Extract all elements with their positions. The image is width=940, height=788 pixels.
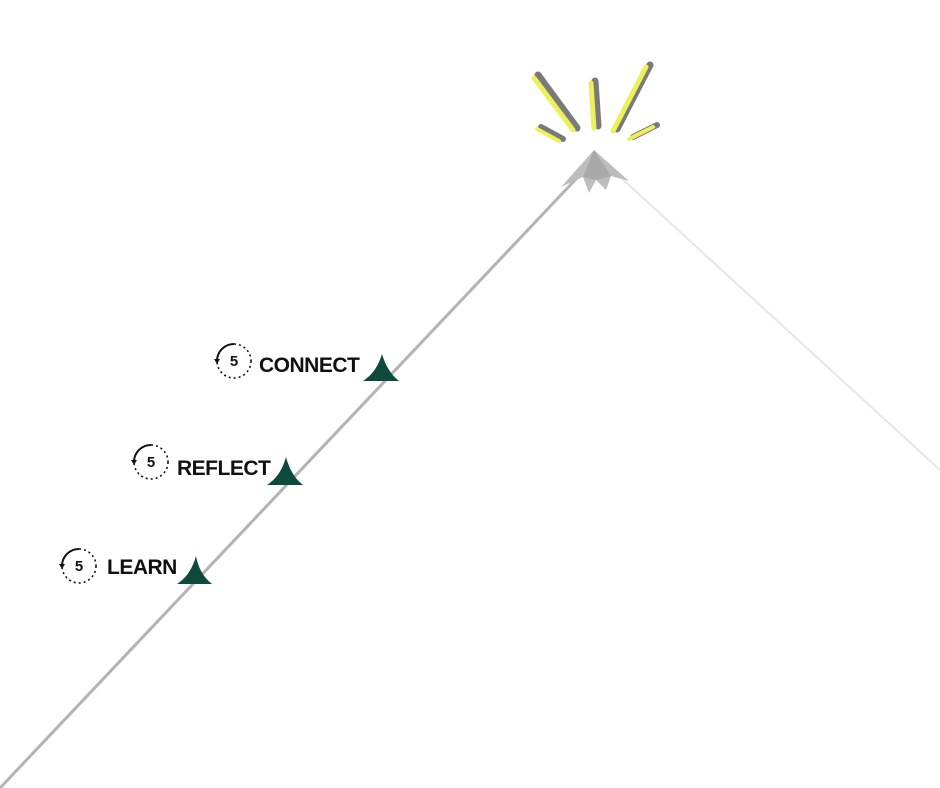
step-label: CONNECT <box>259 354 360 377</box>
timer-value: 5 <box>230 353 238 370</box>
triangle-flag-icon <box>363 354 399 381</box>
step-connect: 5 CONNECT <box>214 344 399 381</box>
triangle-flag-icon <box>267 457 303 485</box>
stopwatch-icon: 5 <box>131 445 168 479</box>
step-learn: 5 LEARN <box>59 549 212 584</box>
stopwatch-icon: 5 <box>59 549 96 583</box>
descent-line <box>618 175 940 470</box>
timer-value: 5 <box>147 454 155 471</box>
timer-value: 5 <box>75 558 83 575</box>
summit-peak-icon <box>561 150 629 193</box>
step-label: REFLECT <box>177 457 271 480</box>
step-label: LEARN <box>107 556 177 579</box>
ascent-path-line <box>0 160 594 788</box>
stopwatch-icon: 5 <box>214 344 251 378</box>
sparkle-burst-icon <box>534 65 657 141</box>
step-reflect: 5 REFLECT <box>131 445 303 485</box>
